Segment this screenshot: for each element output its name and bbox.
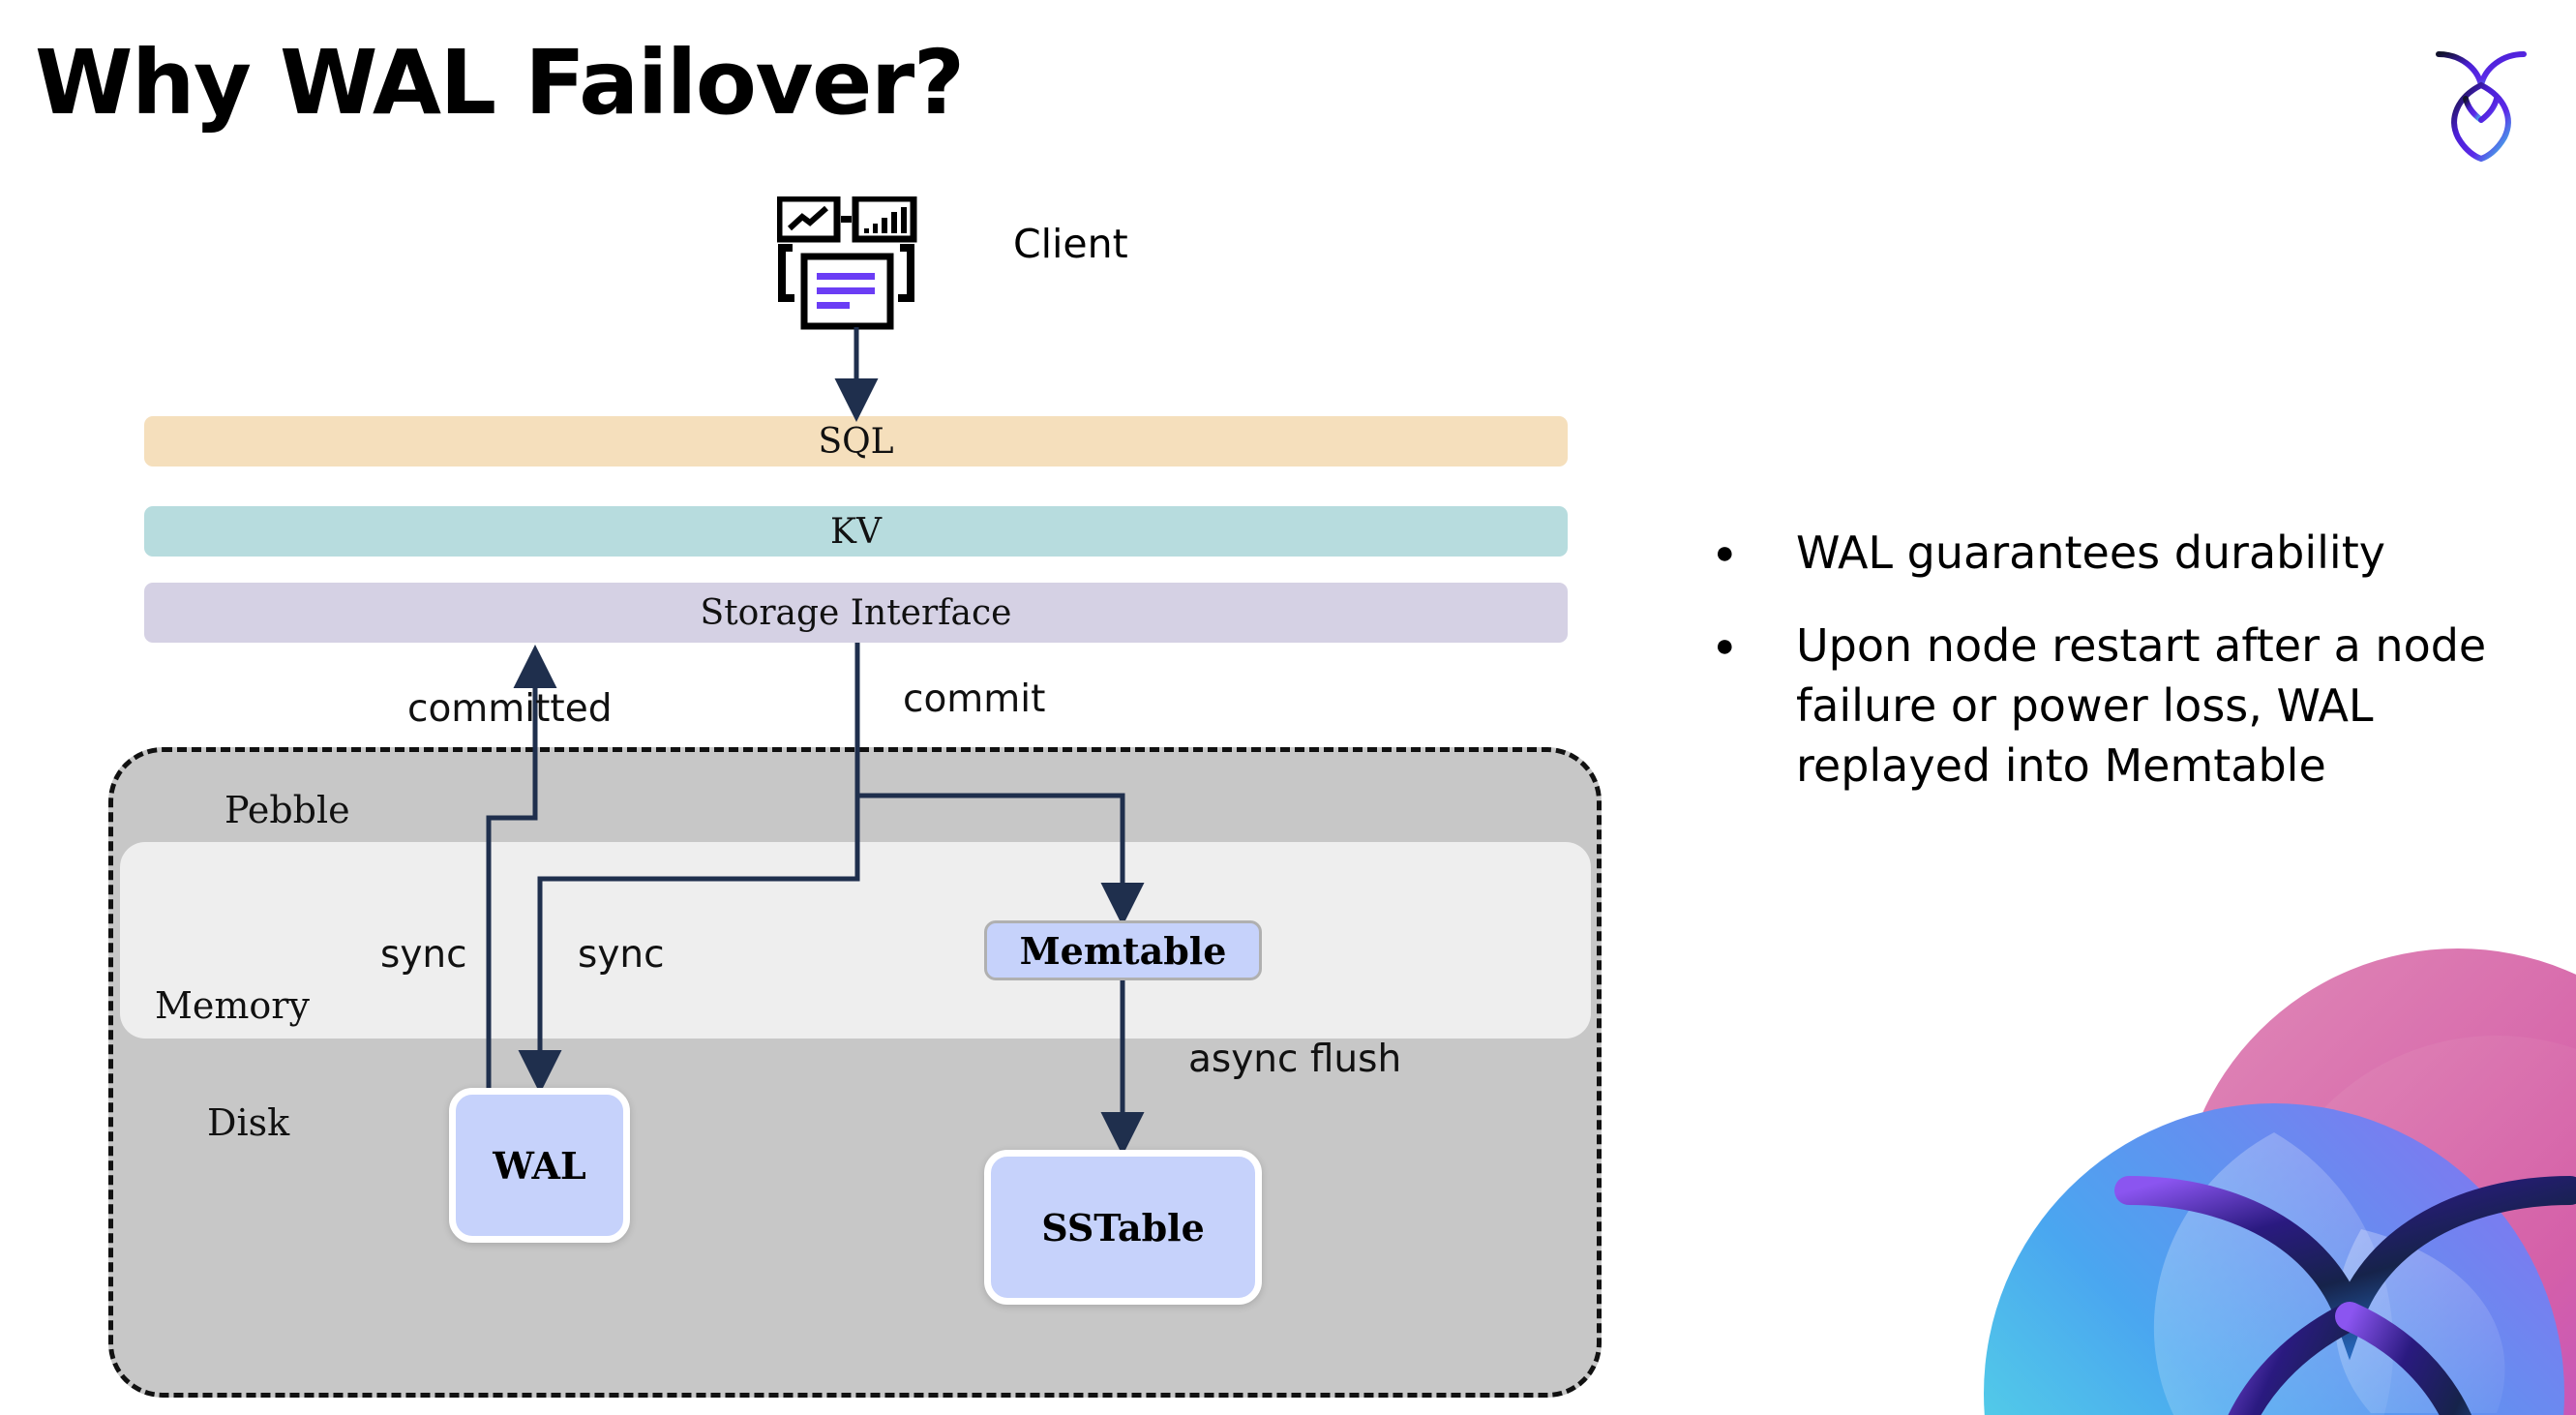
bullet-text: Upon node restart after a node failure o… (1796, 619, 2487, 792)
layer-bar-kv: KV (144, 506, 1568, 557)
node-label-sstable: SSTable (1041, 1205, 1205, 1249)
edge-label-sync-left: sync (380, 933, 467, 977)
layer-bar-storage-interface: Storage Interface (144, 583, 1568, 643)
edge-label-committed: committed (407, 687, 613, 731)
node-sstable: SSTable (984, 1150, 1262, 1305)
page-title: Why WAL Failover? (35, 31, 965, 135)
bullet-list: ● WAL guarantees durability ● Upon node … (1703, 523, 2506, 828)
node-memtable: Memtable (984, 920, 1262, 980)
edge-label-async-flush: async flush (1188, 1038, 1402, 1081)
memory-region (120, 842, 1591, 1039)
pebble-label: Pebble (225, 789, 350, 831)
client-label: Client (1013, 221, 1128, 267)
node-label-memtable: Memtable (1019, 928, 1227, 973)
list-item: ● Upon node restart after a node failure… (1703, 616, 2506, 796)
cockroach-logo-icon (2413, 29, 2549, 165)
layer-label-storage-interface: Storage Interface (700, 592, 1012, 633)
edge-label-commit: commit (903, 677, 1046, 721)
disk-label: Disk (207, 1101, 290, 1144)
edge-label-sync-right: sync (578, 933, 665, 977)
node-label-wal: WAL (493, 1143, 586, 1188)
memory-label: Memory (155, 984, 310, 1027)
bullet-marker: ● (1715, 534, 1735, 571)
gradient-circles-logo-art (1955, 910, 2576, 1415)
layer-label-sql: SQL (818, 421, 894, 462)
bullet-text: WAL guarantees durability (1796, 527, 2385, 579)
list-item: ● WAL guarantees durability (1703, 523, 2506, 583)
client-dashboard-icon (775, 195, 927, 332)
node-wal: WAL (449, 1088, 630, 1243)
layer-label-kv: KV (830, 511, 882, 552)
bullet-marker: ● (1715, 627, 1735, 664)
layer-bar-sql: SQL (144, 416, 1568, 467)
